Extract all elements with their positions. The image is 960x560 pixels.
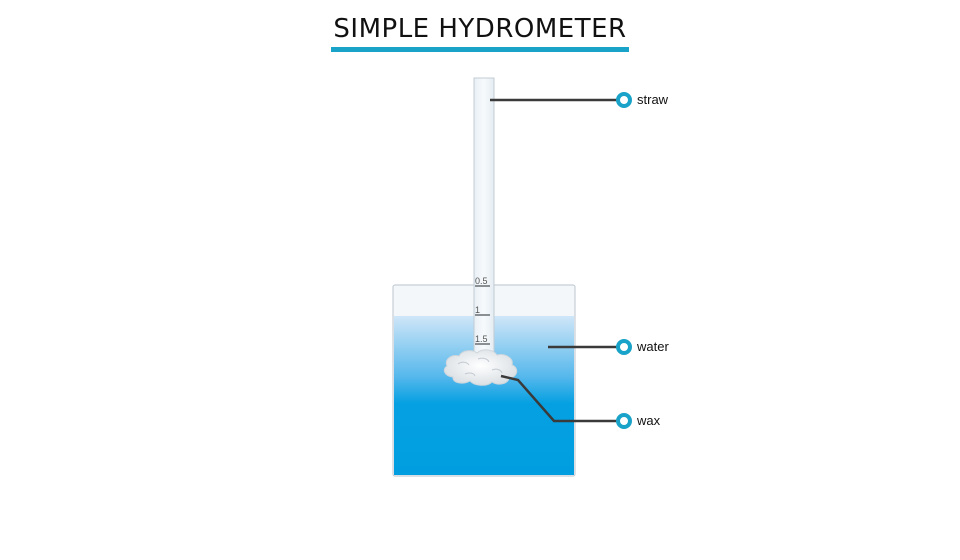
scale-label-1-5: 1.5 — [475, 334, 488, 344]
straw-label: straw — [637, 92, 669, 107]
scale-label-1: 1 — [475, 305, 480, 315]
water-label: water — [636, 339, 669, 354]
water-marker-icon — [616, 339, 632, 355]
page-title: SIMPLE HYDROMETER — [331, 12, 629, 52]
straw-marker-icon — [616, 92, 632, 108]
wax-lump — [443, 349, 518, 386]
wax-label: wax — [636, 413, 661, 428]
scale-label-0-5: 0.5 — [475, 276, 488, 286]
wax-leader-line — [500, 374, 624, 423]
straw-scale: 0.5 1 1.5 — [475, 276, 490, 345]
wax-marker-icon — [616, 413, 632, 429]
title-container: SIMPLE HYDROMETER — [0, 12, 960, 52]
